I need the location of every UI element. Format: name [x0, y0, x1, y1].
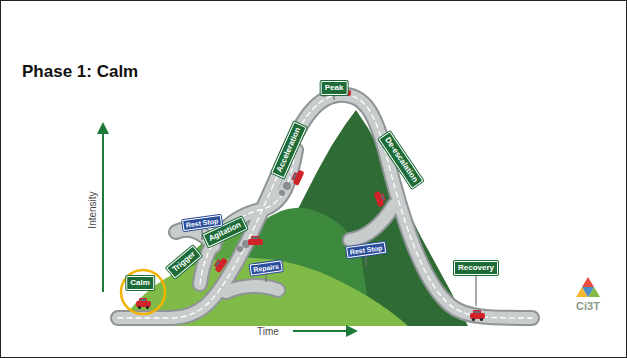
smoke-puff: [283, 182, 291, 190]
car-body: [214, 257, 228, 273]
logo-text: Ci3T: [576, 300, 600, 312]
road-surface: [118, 95, 532, 318]
car: [212, 256, 228, 273]
sign-text: Rest Stop: [185, 216, 219, 229]
cars: [136, 87, 485, 321]
rest-stop-road: [350, 205, 394, 240]
exhaust-smoke: [237, 87, 334, 252]
logo-triangle: [576, 277, 600, 297]
car-roof: [473, 310, 481, 314]
axis-label: Intensity: [87, 191, 98, 228]
car-window: [140, 299, 146, 301]
phase-sign: Calm: [126, 276, 154, 290]
intensity-arrow: [102, 128, 104, 292]
car-window: [381, 194, 385, 200]
car: [136, 298, 151, 309]
car-roof: [214, 259, 222, 268]
road-center-line: [118, 95, 532, 318]
smoke-puff: [279, 190, 285, 196]
logo-part: [582, 277, 594, 287]
main-road: [118, 95, 532, 318]
car: [248, 236, 263, 245]
car-window: [293, 173, 297, 179]
car-wheel: [480, 318, 483, 321]
sign-post: [475, 274, 476, 306]
car: [374, 190, 388, 207]
sign-text: Calm: [130, 278, 150, 288]
car-window: [252, 237, 258, 239]
car-roof: [139, 298, 147, 302]
phase-sign: Recovery: [454, 261, 498, 275]
sign-text: Peak: [325, 83, 344, 93]
car-roof: [291, 172, 298, 181]
sign-post: [365, 255, 366, 266]
highlight-circle: [121, 270, 165, 314]
logo-part: [582, 287, 594, 297]
repairs-road: [226, 286, 278, 292]
center-line: [118, 95, 532, 318]
car: [290, 168, 304, 185]
time-arrow: [293, 330, 352, 332]
sign-post: [265, 273, 266, 282]
sign-posts: [202, 94, 476, 306]
repairs-road: [226, 286, 278, 292]
car-wheel: [472, 318, 475, 321]
car-roof: [251, 236, 259, 240]
car-window: [215, 260, 220, 266]
rest-stop-road: [350, 205, 394, 240]
smoke-puff: [237, 246, 243, 252]
slide-title: Phase 1: Calm: [22, 62, 138, 82]
axis-label: Time: [257, 326, 279, 337]
car-wheel: [138, 306, 141, 309]
main-road: [118, 95, 532, 318]
phase-sign: Peak: [321, 81, 348, 95]
car-window: [474, 311, 480, 313]
roads: [118, 95, 532, 318]
road-edges: [118, 95, 532, 318]
car-body: [293, 170, 305, 186]
car-wheel: [146, 306, 149, 309]
car: [470, 310, 485, 321]
sign-text: Recovery: [458, 263, 494, 273]
car-roof: [379, 193, 385, 202]
